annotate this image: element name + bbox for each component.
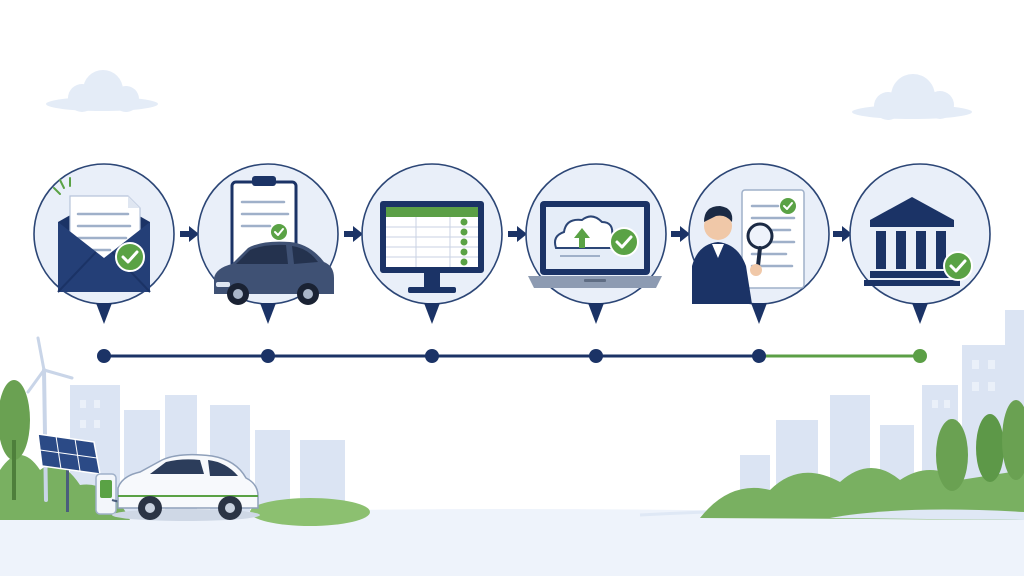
arrow-4 xyxy=(671,226,690,242)
arrow-5 xyxy=(833,226,852,242)
inspector-magnifier-document-check-icon xyxy=(692,189,805,304)
trees-right xyxy=(700,400,1024,520)
ground xyxy=(0,509,1024,576)
timeline-node-1 xyxy=(97,349,111,363)
timeline-node-6 xyxy=(913,349,927,363)
step-bubbles xyxy=(33,163,991,324)
arrow-2 xyxy=(344,226,363,242)
timeline-node-2 xyxy=(261,349,275,363)
arrow-1 xyxy=(180,226,199,242)
ev-charger-icon xyxy=(95,473,126,515)
flow-arrows xyxy=(180,226,852,242)
laptop-cloud-upload-check-icon xyxy=(528,201,662,288)
envelope-document-check-icon xyxy=(53,177,151,293)
arrow-3 xyxy=(508,226,527,242)
clipboard-car-check-icon xyxy=(214,176,334,305)
cloud-left xyxy=(46,70,158,112)
timeline xyxy=(97,349,927,363)
timeline-node-4 xyxy=(589,349,603,363)
windows xyxy=(80,360,995,428)
cloud-right xyxy=(852,74,972,120)
bank-building-check-icon xyxy=(864,197,974,286)
timeline-node-3 xyxy=(425,349,439,363)
timeline-node-5 xyxy=(752,349,766,363)
electric-car-icon xyxy=(112,453,260,521)
monitor-spreadsheet-check-icon xyxy=(380,201,484,293)
